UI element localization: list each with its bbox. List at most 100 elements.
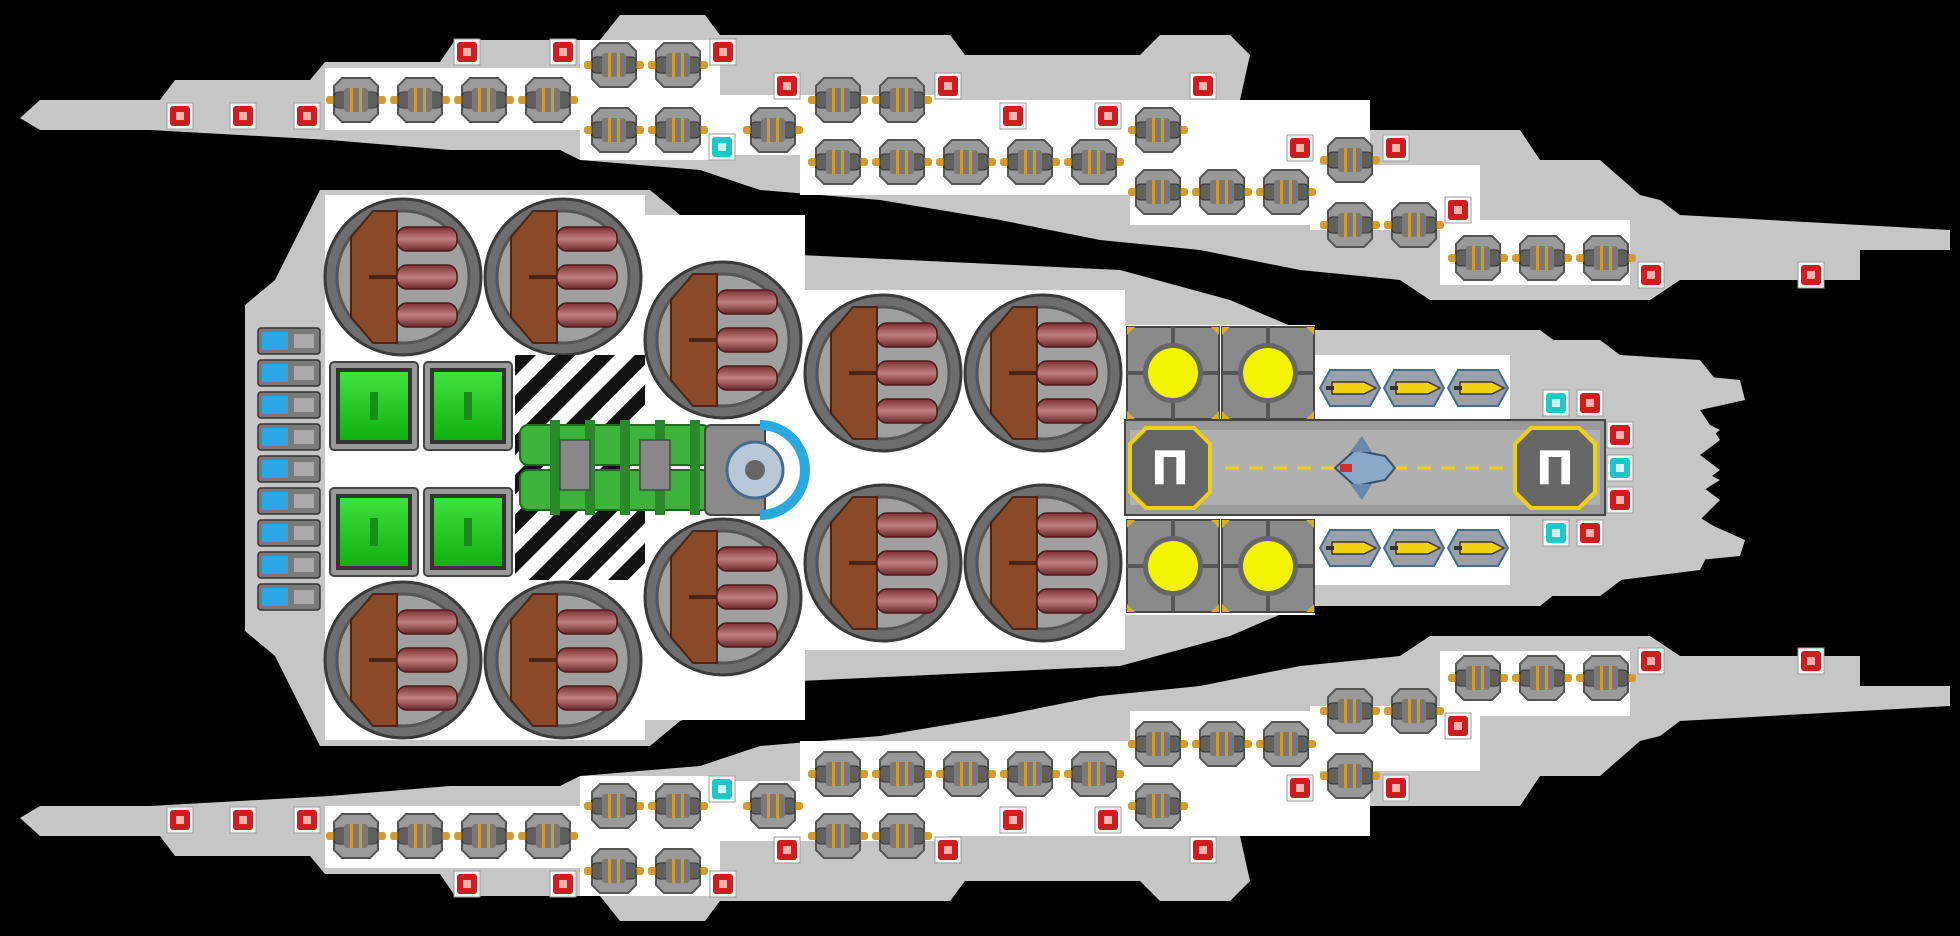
missile-launcher-icon: [1382, 369, 1446, 407]
thruster-icon: [803, 293, 963, 453]
red-power-node-icon: [934, 836, 962, 864]
turret-icon: [743, 107, 803, 153]
turret-icon: [1128, 169, 1188, 215]
battery-icon: [257, 519, 321, 547]
turret-icon: [1064, 751, 1124, 797]
turret-icon: [1064, 139, 1124, 185]
turret-icon: [1320, 137, 1380, 183]
generator-icon: [329, 361, 419, 451]
red-power-node-icon: [709, 38, 737, 66]
turret-icon: [454, 77, 514, 123]
turret-icon: [1448, 655, 1508, 701]
cyan-shield-node-icon: [1542, 519, 1570, 547]
turret-icon: [808, 813, 868, 859]
turret-icon: [390, 77, 450, 123]
turret-icon: [584, 107, 644, 153]
red-power-node-icon: [709, 870, 737, 898]
red-power-node-icon: [166, 806, 194, 834]
red-power-node-icon: [999, 806, 1027, 834]
turret-icon: [1320, 753, 1380, 799]
missile-launcher-icon: [1446, 369, 1510, 407]
turret-icon: [1256, 169, 1316, 215]
missile-launcher-icon: [1446, 529, 1510, 567]
turret-icon: [936, 751, 996, 797]
turret-icon: [872, 813, 932, 859]
thruster-icon: [963, 483, 1123, 643]
red-power-node-icon: [549, 870, 577, 898]
red-power-node-icon: [1444, 712, 1472, 740]
reactor-icon: [1221, 519, 1315, 613]
turret-icon: [1320, 688, 1380, 734]
turret-icon: [743, 783, 803, 829]
red-power-node-icon: [1576, 519, 1604, 547]
red-power-node-icon: [229, 102, 257, 130]
turret-icon: [1320, 202, 1380, 248]
turret-icon: [808, 77, 868, 123]
battery-icon: [257, 391, 321, 419]
red-power-node-icon: [1382, 774, 1410, 802]
turret-icon: [584, 848, 644, 894]
battery-icon: [257, 487, 321, 515]
turret-icon: [872, 751, 932, 797]
red-power-node-icon: [1797, 261, 1825, 289]
red-power-node-icon: [773, 836, 801, 864]
red-power-node-icon: [229, 806, 257, 834]
turret-icon: [648, 42, 708, 88]
red-power-node-icon: [453, 38, 481, 66]
turret-icon: [454, 813, 514, 859]
cyan-shield-node-icon: [1542, 389, 1570, 417]
red-power-node-icon: [1286, 774, 1314, 802]
red-power-node-icon: [1286, 134, 1314, 162]
turret-icon: [1576, 235, 1636, 281]
red-power-node-icon: [1797, 647, 1825, 675]
hangar-sign-icon: Π: [1513, 426, 1597, 510]
turret-icon: [326, 77, 386, 123]
turret-icon: [1128, 783, 1188, 829]
turret-icon: [872, 77, 932, 123]
missile-launcher-icon: [1318, 529, 1382, 567]
red-power-node-icon: [1094, 806, 1122, 834]
turret-icon: [1384, 202, 1444, 248]
turret-icon: [390, 813, 450, 859]
turret-icon: [1000, 139, 1060, 185]
red-power-node-icon: [549, 38, 577, 66]
turret-icon: [1576, 655, 1636, 701]
thruster-icon: [963, 293, 1123, 453]
reactor-icon: [1126, 326, 1220, 420]
turret-icon: [936, 139, 996, 185]
thruster-icon: [483, 197, 643, 357]
thruster-icon: [323, 197, 483, 357]
turret-icon: [808, 139, 868, 185]
turret-icon: [648, 848, 708, 894]
generator-icon: [423, 487, 513, 577]
red-power-node-icon: [1637, 261, 1665, 289]
red-power-node-icon: [1606, 421, 1634, 449]
battery-icon: [257, 423, 321, 451]
turret-icon: [518, 77, 578, 123]
battery-icon: [257, 359, 321, 387]
cyan-shield-node-icon: [708, 775, 736, 803]
battery-icon: [257, 583, 321, 611]
turret-icon: [872, 139, 932, 185]
generator-icon: [329, 487, 419, 577]
hangar-sign-label: Π: [1151, 441, 1190, 495]
red-power-node-icon: [166, 102, 194, 130]
red-power-node-icon: [1189, 836, 1217, 864]
red-power-node-icon: [1444, 196, 1472, 224]
turret-icon: [1448, 235, 1508, 281]
red-power-node-icon: [453, 870, 481, 898]
turret-icon: [1128, 107, 1188, 153]
shield-emitter-icon: [704, 420, 810, 520]
generator-icon: [423, 361, 513, 451]
turret-icon: [326, 813, 386, 859]
thruster-icon: [323, 580, 483, 740]
turret-icon: [1512, 655, 1572, 701]
turret-icon: [1192, 169, 1252, 215]
turret-icon: [648, 107, 708, 153]
red-power-node-icon: [934, 72, 962, 100]
thruster-icon: [643, 260, 803, 420]
red-power-node-icon: [1094, 102, 1122, 130]
